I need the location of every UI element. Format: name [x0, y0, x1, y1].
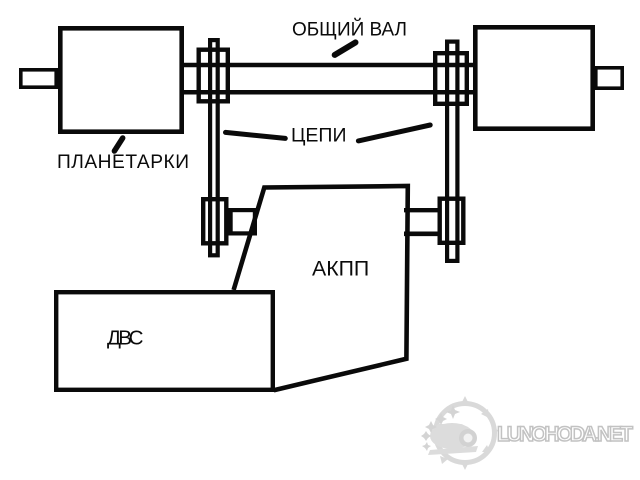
svg-text:LUNOHODA.NET: LUNOHODA.NET	[497, 423, 633, 446]
svg-text:ПЛАНЕТАРКИ: ПЛАНЕТАРКИ	[57, 152, 189, 173]
svg-text:ЦЕПИ: ЦЕПИ	[291, 125, 346, 147]
svg-text:АКПП: АКПП	[312, 257, 369, 281]
svg-text:ОБЩИЙ ВАЛ: ОБЩИЙ ВАЛ	[292, 19, 407, 41]
svg-text:ДВС: ДВС	[107, 327, 144, 350]
